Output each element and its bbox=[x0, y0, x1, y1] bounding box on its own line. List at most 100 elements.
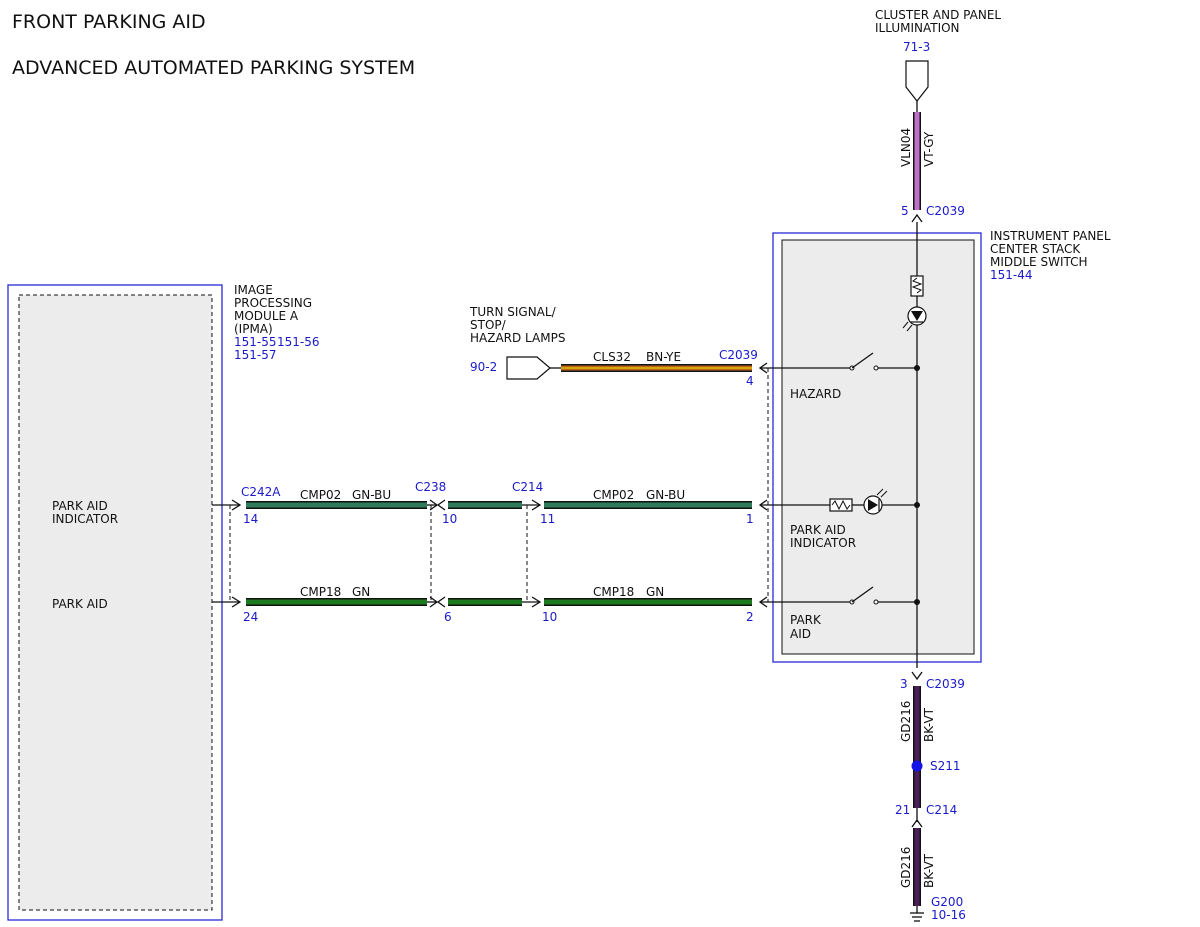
cluster-pin: 5 bbox=[901, 204, 909, 218]
ipma-ref-1[interactable]: 151-55 bbox=[234, 335, 277, 349]
cluster-connector-icon bbox=[905, 60, 929, 102]
cluster-color: VT-GY bbox=[922, 131, 936, 167]
illumination-led-triangle bbox=[911, 311, 923, 321]
ipc-switch-body bbox=[781, 239, 975, 655]
indicator-led-ray-2 bbox=[880, 490, 888, 498]
c2039-pin2-arrow bbox=[758, 596, 768, 608]
ground-circuit-2: GD216 bbox=[899, 847, 913, 888]
ipma-pin-label-indicator-2: INDICATOR bbox=[52, 512, 118, 526]
turn-signal-label-1: TURN SIGNAL/ bbox=[469, 305, 557, 319]
ipc-switch-label-2: CENTER STACK bbox=[990, 242, 1081, 256]
c214-pin21-arrow bbox=[911, 818, 923, 828]
turn-signal-color: BN-YE bbox=[646, 350, 681, 364]
ground-ref[interactable]: 10-16 bbox=[931, 908, 966, 922]
ground-id[interactable]: G200 bbox=[931, 895, 963, 909]
hazard-switch-blade bbox=[851, 352, 874, 369]
cluster-ref[interactable]: 71-3 bbox=[903, 40, 930, 54]
diagram-title: FRONT PARKING AID bbox=[12, 11, 206, 33]
ground-pin-mid: 21 bbox=[895, 803, 910, 817]
ipma-ref-3[interactable]: 151-57 bbox=[234, 348, 277, 362]
ground-symbol-icon bbox=[910, 912, 924, 922]
indicator-color-2: GN-BU bbox=[646, 488, 685, 502]
hazard-label: HAZARD bbox=[790, 387, 841, 401]
ipma-label-4: (IPMA) bbox=[234, 322, 273, 336]
indicator-circuit: CMP02 bbox=[300, 488, 341, 502]
illumination-resistor-zigzag bbox=[911, 277, 923, 294]
illumination-led-ray-1 bbox=[902, 321, 909, 329]
c238-arrow-d bbox=[436, 596, 446, 608]
park-aid-switch bbox=[760, 586, 920, 605]
park-aid-junction-dot bbox=[914, 599, 920, 605]
park-aid-switch-blade bbox=[851, 586, 874, 603]
ipc-switch-ref[interactable]: 151-44 bbox=[990, 268, 1033, 282]
park-aid-indicator-label-1: PARK AID bbox=[790, 523, 846, 537]
indicator-color: GN-BU bbox=[352, 488, 391, 502]
ipma-module: PARK AID INDICATOR PARK AID bbox=[7, 284, 223, 921]
ground-connector-top[interactable]: C2039 bbox=[926, 677, 965, 691]
ground-splice[interactable]: S211 bbox=[930, 759, 961, 773]
park-aid-pin-switch: 2 bbox=[746, 610, 754, 624]
c238-arrow-b bbox=[436, 499, 446, 511]
park-aid-circuit: CMP18 bbox=[300, 585, 341, 599]
ipma-pin-label-indicator-1: PARK AID bbox=[52, 499, 108, 513]
ipma-ref-2[interactable]: 151-56 bbox=[277, 335, 320, 349]
indicator-connector-ipma[interactable]: C242A bbox=[241, 485, 281, 499]
ground-color: BK-VT bbox=[922, 707, 936, 742]
c2039-pin4-arrow bbox=[758, 362, 768, 374]
turn-signal-label-3: HAZARD LAMPS bbox=[470, 331, 565, 345]
cluster-connector[interactable]: C2039 bbox=[926, 204, 965, 218]
turn-signal-connector[interactable]: C2039 bbox=[719, 348, 758, 362]
ground-pin-top: 3 bbox=[900, 677, 908, 691]
park-aid-switch-contact-b bbox=[873, 599, 879, 605]
cluster-label-2: ILLUMINATION bbox=[875, 21, 960, 35]
turn-signal-pin: 4 bbox=[746, 374, 754, 388]
indicator-pin-mid1: 10 bbox=[442, 512, 457, 526]
indicator-connector-mid1[interactable]: C238 bbox=[415, 480, 446, 494]
ground-color-2: BK-VT bbox=[922, 853, 936, 888]
park-aid-pin-mid2: 10 bbox=[542, 610, 557, 624]
turn-signal-ref[interactable]: 90-2 bbox=[470, 360, 497, 374]
turn-signal-circuit: CLS32 bbox=[593, 350, 631, 364]
c242a-pin24-arrow bbox=[231, 596, 242, 608]
turn-signal-label-2: STOP/ bbox=[470, 318, 507, 332]
c214-arrow-b bbox=[531, 596, 542, 608]
cluster-label-1: CLUSTER AND PANEL bbox=[875, 8, 1001, 22]
park-aid-pin-mid1: 6 bbox=[444, 610, 452, 624]
indicator-led-triangle bbox=[868, 499, 878, 511]
indicator-circuit-2: CMP02 bbox=[593, 488, 634, 502]
park-aid-circuit-2: CMP18 bbox=[593, 585, 634, 599]
park-aid-pin-ipma: 24 bbox=[243, 610, 258, 624]
park-aid-indicator-led bbox=[760, 488, 920, 515]
indicator-resistor-zigzag bbox=[831, 499, 851, 511]
ipma-pin-label-park-aid: PARK AID bbox=[52, 597, 108, 611]
indicator-junction-dot bbox=[914, 502, 920, 508]
ipc-switch-label-3: MIDDLE SWITCH bbox=[990, 255, 1088, 269]
park-aid-color: GN bbox=[352, 585, 370, 599]
ipma-label-3: MODULE A bbox=[234, 309, 299, 323]
park-aid-indicator-label-2: INDICATOR bbox=[790, 536, 856, 550]
diagram-subtitle: ADVANCED AUTOMATED PARKING SYSTEM bbox=[12, 57, 415, 79]
indicator-pin-mid2: 11 bbox=[540, 512, 555, 526]
hazard-junction-dot bbox=[914, 365, 920, 371]
c242a-pin14-arrow bbox=[231, 499, 242, 511]
ipma-label-2: PROCESSING bbox=[234, 296, 312, 310]
ipc-switch-module bbox=[772, 232, 982, 663]
c2039-pin5-arrow bbox=[911, 213, 923, 223]
cluster-circuit: VLN04 bbox=[899, 128, 913, 167]
indicator-led-ray-1 bbox=[876, 488, 884, 496]
splice-s211 bbox=[911, 760, 923, 772]
hazard-switch-contact-b bbox=[873, 365, 879, 371]
indicator-pin-ipma: 14 bbox=[243, 512, 258, 526]
c214-arrow-a bbox=[531, 499, 542, 511]
indicator-pin-switch: 1 bbox=[746, 512, 754, 526]
ground-connector-mid[interactable]: C214 bbox=[926, 803, 957, 817]
indicator-connector-mid2[interactable]: C214 bbox=[512, 480, 543, 494]
c2039-pin1-arrow bbox=[758, 499, 768, 511]
turn-signal-connector-icon bbox=[506, 356, 551, 380]
park-aid-color-2: GN bbox=[646, 585, 664, 599]
c2039-pin3-arrow bbox=[911, 671, 923, 681]
illumination-led-ray-2 bbox=[906, 324, 913, 332]
ipma-label-1: IMAGE bbox=[234, 283, 273, 297]
park-aid-label-1: PARK bbox=[790, 613, 822, 627]
